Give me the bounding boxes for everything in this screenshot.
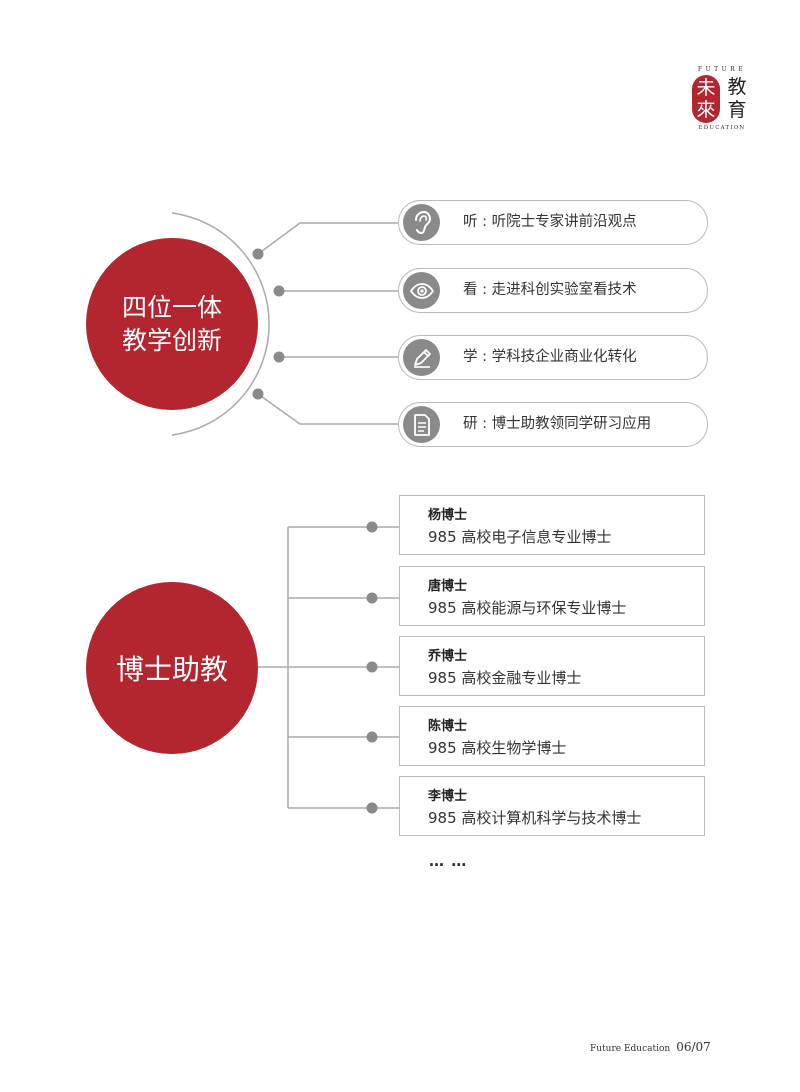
tree-dot [366,802,378,814]
tree-dot [366,731,378,743]
page-footer: Future Education 06/07 [590,1036,711,1055]
doctor-card-chen: 陈博士 985 高校生物学博士 [399,706,705,766]
logo-black-char: 育 [727,99,747,121]
circle-label: 博士助教 [115,653,228,686]
four-in-one-circle: 四位一体 教学创新 [86,238,258,410]
footer-brand: Future Education [590,1044,671,1054]
doctor-name: 唐博士 [428,579,468,594]
tree-dot [366,521,378,533]
tree-dot [366,592,378,604]
pill-label: 听 : 听院士专家讲前沿观点 [463,214,637,230]
doctor-name: 杨博士 [428,508,468,523]
doctor-card-yang: 杨博士 985 高校电子信息专业博士 [399,495,705,555]
more-ellipsis: … … [429,852,468,870]
section1-arc [171,212,270,436]
doctor-card-qiao: 乔博士 985 高校金融专业博士 [399,636,705,696]
doctor-desc: 985 高校计算机科学与技术博士 [428,809,642,827]
doctor-desc: 985 高校生物学博士 [428,739,567,757]
circle-line: 教学创新 [121,326,222,355]
pill-label: 学 : 学科技企业商业化转化 [463,349,637,365]
pencil-icon [403,339,440,376]
doctor-name: 乔博士 [428,649,468,664]
connector-dot [252,388,264,400]
eye-icon [403,272,440,309]
connector-line [257,393,400,425]
circle-line: 四位一体 [121,293,222,322]
connector-dot [273,351,285,363]
connector-dot [252,248,264,260]
logo-red-char: 未 [696,77,716,99]
logo-top-text: FUTURE [697,66,747,73]
doctor-desc: 985 高校电子信息专业博士 [428,528,612,546]
logo-red-char: 來 [696,99,716,121]
logo-bottom-text: EDUCATION [698,125,746,131]
pill-listen: 听 : 听院士专家讲前沿观点 [398,200,708,245]
pill-see: 看 : 走进科创实验室看技术 [398,268,708,313]
doctor-name: 李博士 [428,789,468,804]
document-icon [403,406,440,443]
logo-black-char: 教 [727,76,747,98]
doctor-name: 陈博士 [428,719,468,734]
pill-label: 看 : 走进科创实验室看技术 [463,282,637,298]
logo-red-badge: 未 來 [692,75,720,123]
pill-research: 研 : 博士助教领同学研习应用 [398,402,708,447]
doctor-desc: 985 高校能源与环保专业博士 [428,599,627,617]
pill-label: 研 : 博士助教领同学研习应用 [463,416,652,432]
doctor-assistant-circle: 博士助教 [86,582,258,754]
tree-dot [366,661,378,673]
doctor-card-li: 李博士 985 高校计算机科学与技术博士 [399,776,705,836]
connector-dot [273,285,285,297]
doctor-card-tang: 唐博士 985 高校能源与环保专业博士 [399,566,705,626]
pill-learn: 学 : 学科技企业商业化转化 [398,335,708,380]
page-number: 06/07 [676,1040,711,1054]
connector-line [257,222,400,255]
future-education-logo: FUTURE 未 來 教 育 EDUCATION [692,66,752,132]
doctor-desc: 985 高校金融专业博士 [428,669,582,687]
ear-icon [403,204,440,241]
